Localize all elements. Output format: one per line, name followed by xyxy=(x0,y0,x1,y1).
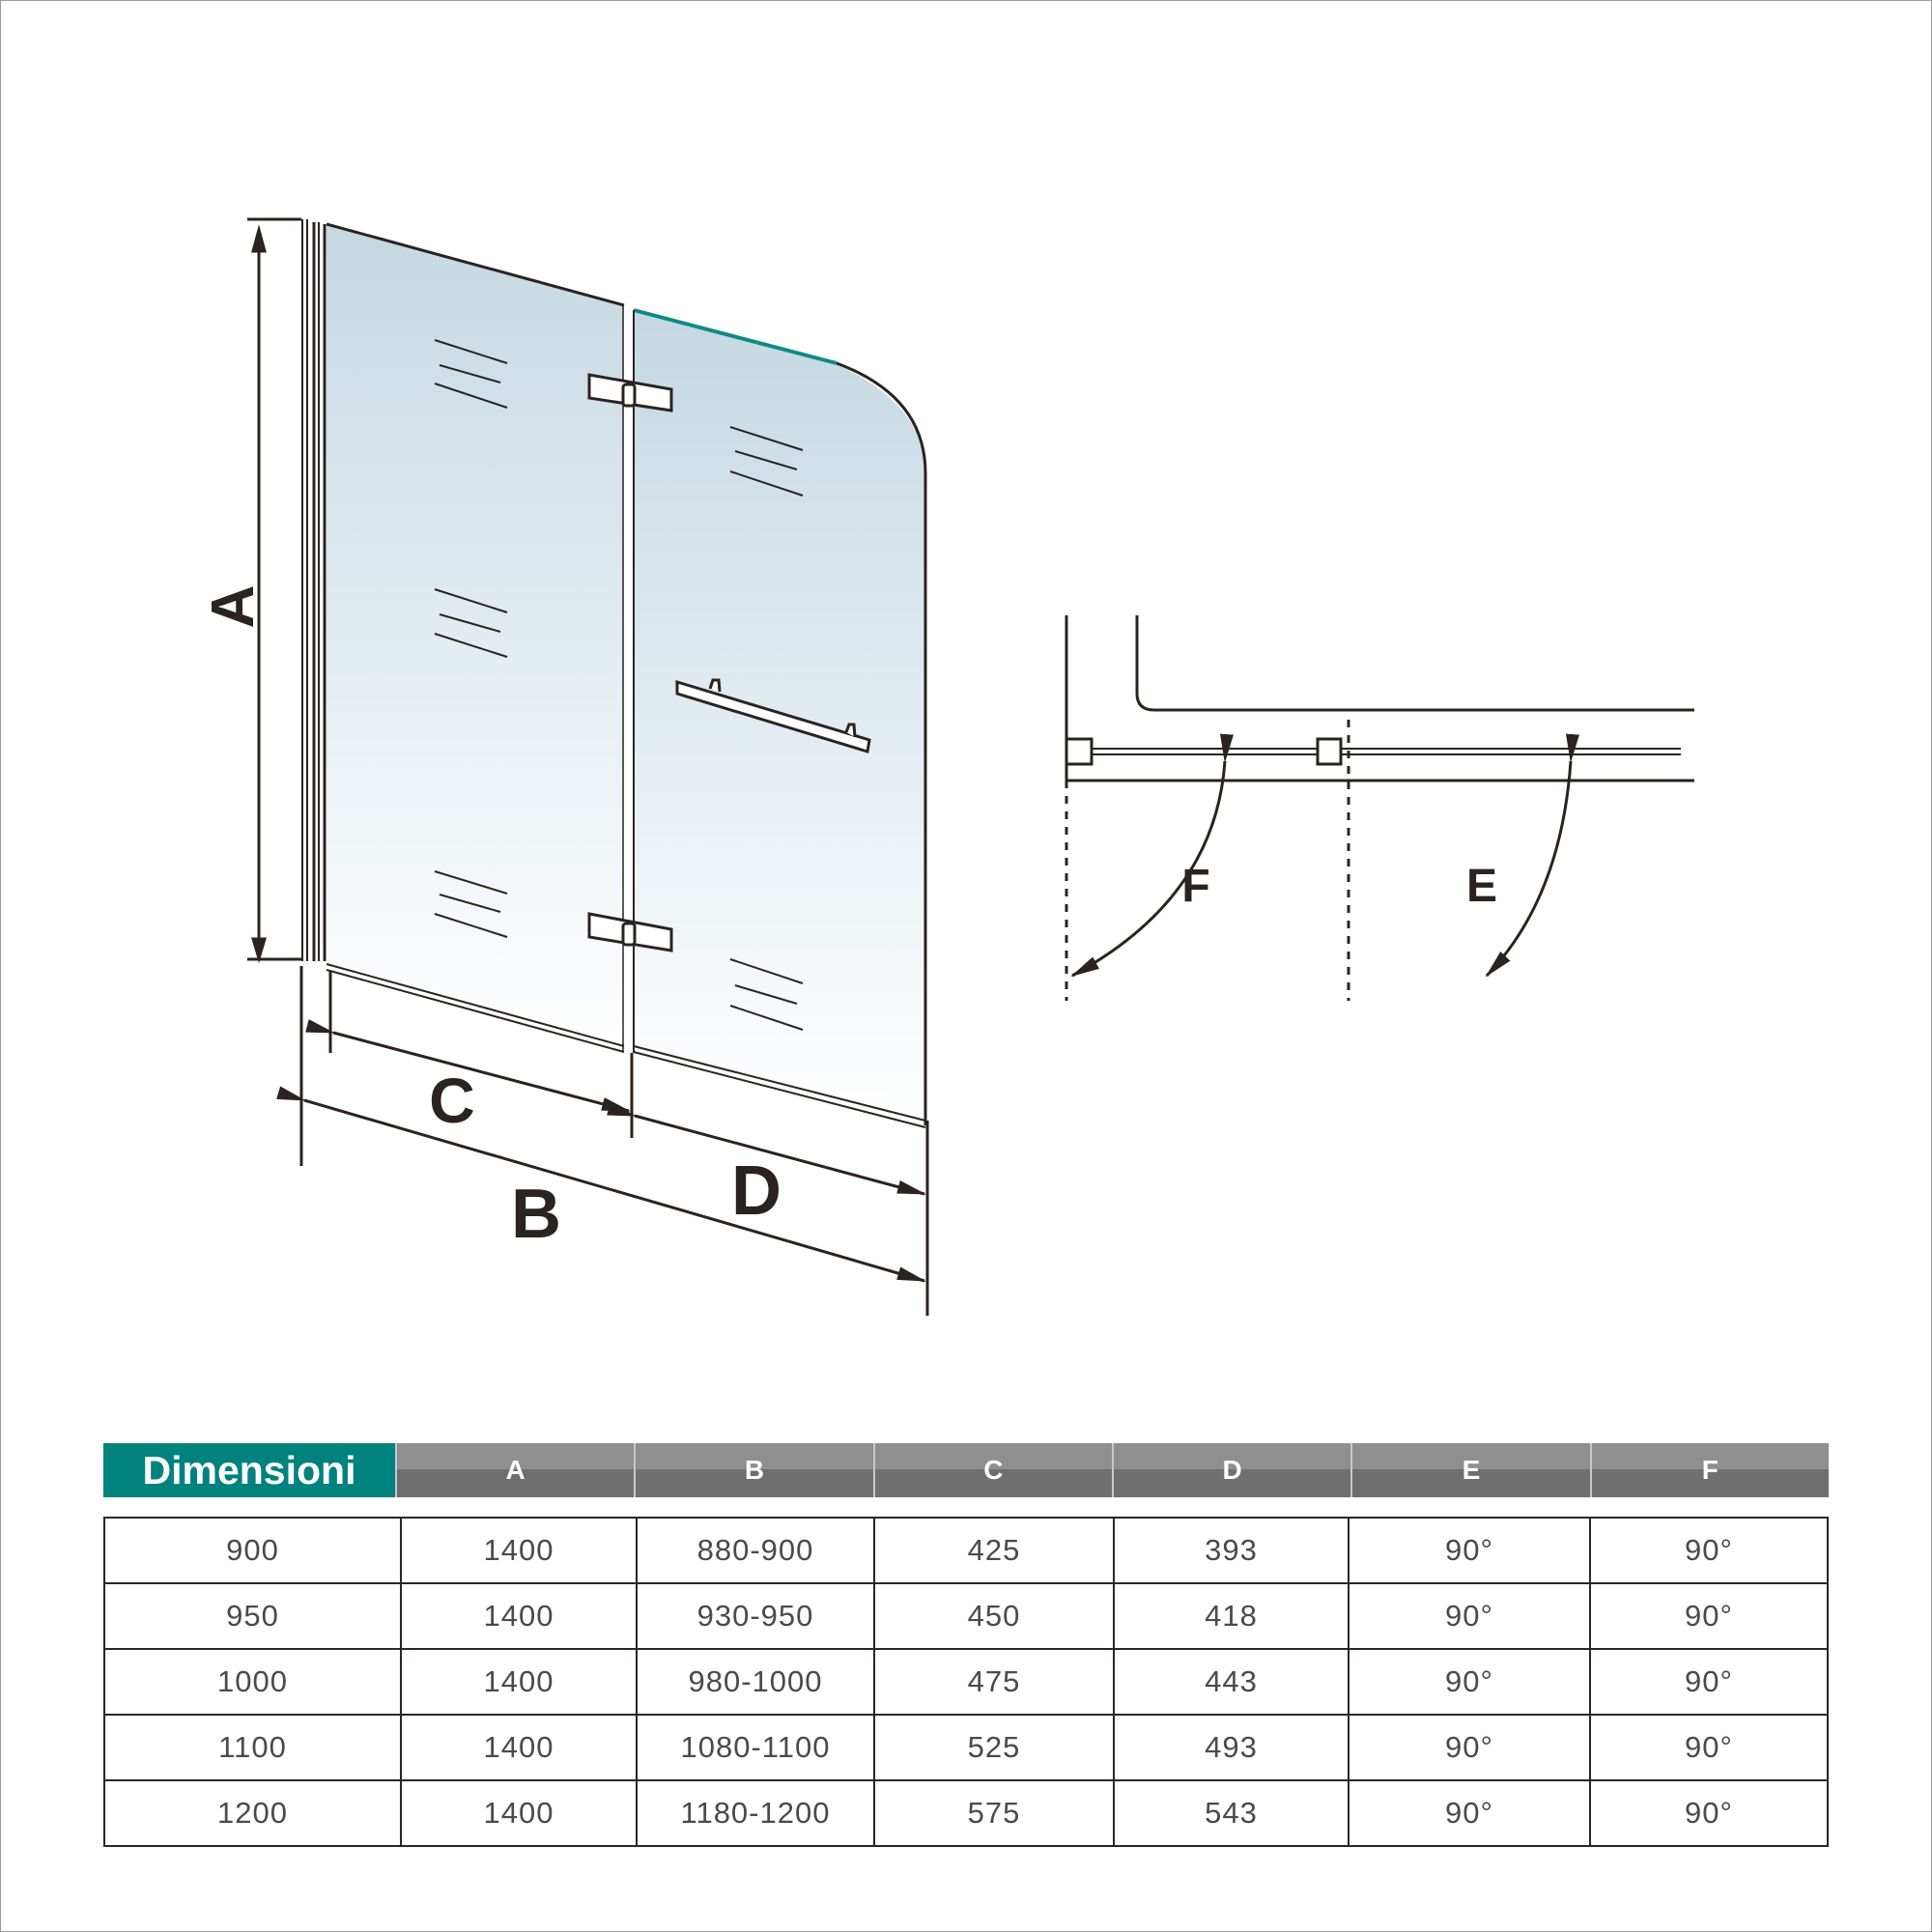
table-row: 900 1400 880-900 425 393 90° 90° xyxy=(105,1519,1827,1582)
cell-b: 980-1000 xyxy=(636,1650,873,1714)
cell-e: 90° xyxy=(1348,1519,1589,1582)
table-body: 900 1400 880-900 425 393 90° 90° 950 140… xyxy=(103,1517,1829,1847)
cell-a: 1400 xyxy=(400,1519,636,1582)
cell-a: 1400 xyxy=(400,1716,636,1779)
cell-size: 1200 xyxy=(217,1796,288,1830)
table-title: Dimensioni xyxy=(103,1443,395,1497)
cell-a: 1400 xyxy=(400,1650,636,1714)
cell-size: 1100 xyxy=(218,1730,287,1764)
cell-a: 1400 xyxy=(400,1584,636,1648)
header-d: D xyxy=(1111,1443,1351,1497)
table-row: 1100 1400 1080-1100 525 493 90° 90° xyxy=(105,1714,1827,1779)
cell-c: 450 xyxy=(873,1584,1113,1648)
table-row: 1000 1400 980-1000 475 443 90° 90° xyxy=(105,1648,1827,1714)
cell-d: 418 xyxy=(1113,1584,1348,1648)
cell-d: 443 xyxy=(1113,1650,1348,1714)
cell-f: 90° xyxy=(1589,1781,1827,1845)
cell-size: 950 xyxy=(226,1599,279,1633)
cell-e: 90° xyxy=(1348,1716,1589,1779)
cell-f: 90° xyxy=(1589,1650,1827,1714)
cell-size: 1000 xyxy=(217,1664,288,1698)
towel-bar xyxy=(675,678,871,753)
cell-b: 1080-1100 xyxy=(636,1716,873,1779)
cell-f: 90° xyxy=(1589,1584,1827,1648)
dimensions-table: Dimensioni A B C D E F 900 1400 880-900 … xyxy=(103,1443,1829,1847)
table-row: 1200 1400 1180-1200 575 543 90° 90° xyxy=(105,1779,1827,1845)
cell-b: 930-950 xyxy=(636,1584,873,1648)
table-row: 950 1400 930-950 450 418 90° 90° xyxy=(105,1582,1827,1648)
header-c: C xyxy=(872,1443,1112,1497)
cell-f: 90° xyxy=(1589,1519,1827,1582)
label-e: E xyxy=(1466,861,1497,912)
header-b: B xyxy=(634,1443,873,1497)
cell-b: 1180-1200 xyxy=(636,1781,873,1845)
label-d: D xyxy=(731,1152,781,1230)
label-b: B xyxy=(511,1176,561,1253)
left-glass-panel xyxy=(326,222,625,1053)
dimension-lines xyxy=(276,966,929,1316)
label-f: F xyxy=(1181,861,1209,912)
cell-d: 543 xyxy=(1113,1781,1348,1845)
cell-c: 525 xyxy=(873,1716,1113,1779)
cell-size: 900 xyxy=(226,1533,279,1567)
cell-a: 1400 xyxy=(400,1781,636,1845)
cell-e: 90° xyxy=(1348,1584,1589,1648)
cell-c: 575 xyxy=(873,1781,1113,1845)
cell-c: 475 xyxy=(873,1650,1113,1714)
header-e: E xyxy=(1350,1443,1590,1497)
top-view-diagram xyxy=(1065,615,1694,1001)
lower-hinge xyxy=(587,912,673,952)
header-f: F xyxy=(1589,1443,1829,1497)
cell-e: 90° xyxy=(1348,1781,1589,1845)
shower-screen-drawing: A C D B F E xyxy=(200,217,1694,1316)
dimension-a xyxy=(247,217,301,964)
label-a: A xyxy=(200,585,267,629)
cell-f: 90° xyxy=(1589,1716,1827,1779)
label-c: C xyxy=(429,1065,475,1136)
cell-c: 425 xyxy=(873,1519,1113,1582)
cell-b: 880-900 xyxy=(636,1519,873,1582)
upper-hinge xyxy=(587,373,673,412)
header-a: A xyxy=(395,1443,635,1497)
wall-profile xyxy=(301,219,327,961)
cell-d: 493 xyxy=(1113,1716,1348,1779)
cell-e: 90° xyxy=(1348,1650,1589,1714)
table-header: Dimensioni A B C D E F xyxy=(103,1443,1829,1497)
cell-d: 393 xyxy=(1113,1519,1348,1582)
